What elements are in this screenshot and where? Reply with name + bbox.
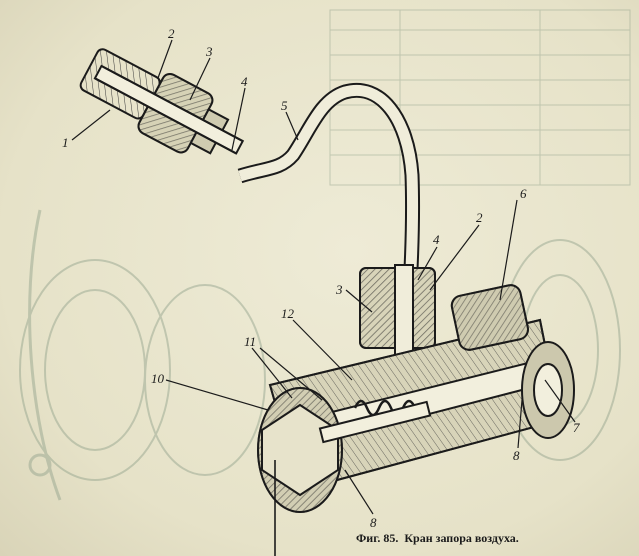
callout-numbers: 1 2 3 4 5 2 4 3 6 12 11 10 7 8 8 (62, 26, 580, 530)
callout-4b: 4 (433, 232, 440, 247)
callout-3: 3 (205, 44, 213, 59)
callout-5: 5 (281, 98, 288, 113)
callout-6: 6 (520, 186, 527, 201)
figure-number: Фиг. 85. (356, 531, 399, 545)
valve-body (257, 264, 575, 513)
figure-title: Кран запора воздуха. (404, 531, 519, 545)
callout-4: 4 (241, 74, 248, 89)
callout-3b: 3 (335, 282, 343, 297)
figure-caption: Фиг. 85. Кран запора воздуха. (356, 531, 616, 546)
callout-10: 10 (151, 371, 165, 386)
leader-lines (71, 39, 576, 556)
air-tube (237, 82, 421, 361)
callout-8b: 8 (370, 515, 377, 530)
callout-7: 7 (573, 420, 580, 435)
callout-8: 8 (513, 448, 520, 463)
callout-1: 1 (62, 135, 69, 150)
upper-union-fitting (79, 48, 245, 155)
callout-11: 11 (244, 334, 256, 349)
callout-2b: 2 (476, 210, 483, 225)
callout-2: 2 (168, 26, 175, 41)
callout-12: 12 (281, 306, 295, 321)
